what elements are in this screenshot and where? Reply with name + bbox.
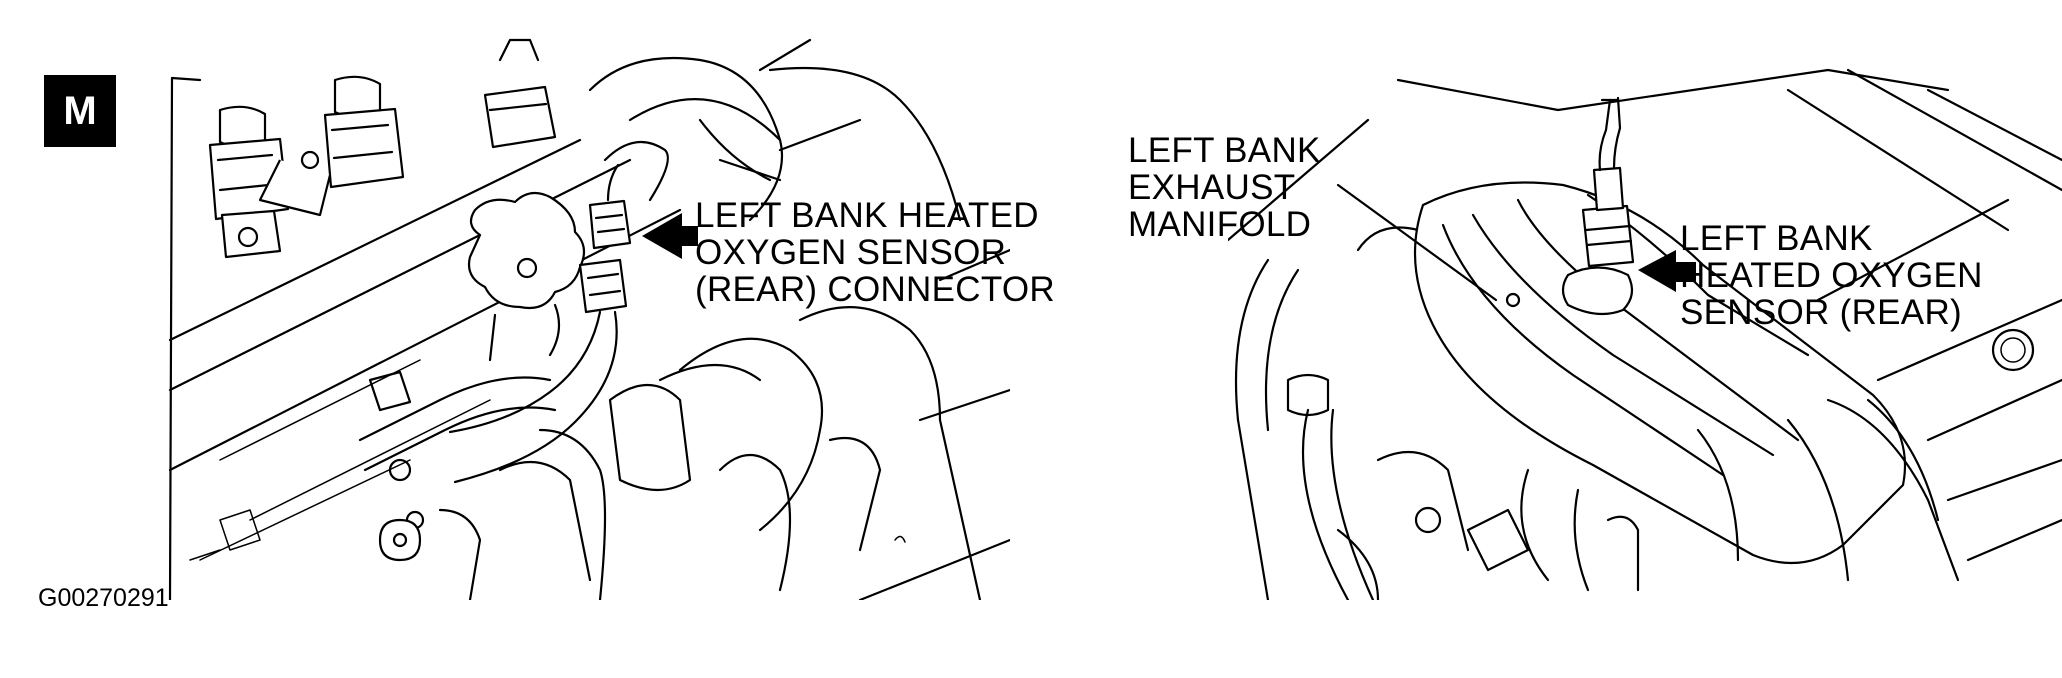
callout-line: SENSOR (REAR)	[1680, 293, 1962, 332]
heated-oxygen-sensor-rear	[1561, 96, 1635, 316]
callout-connector-label: LEFT BANK HEATED OXYGEN SENSOR (REAR) CO…	[695, 197, 1055, 308]
figure-id: G00270291	[38, 584, 169, 612]
engine-bay-connector-illustration	[168, 38, 1010, 600]
callout-line: LEFT BANK HEATED	[695, 196, 1039, 235]
exhaust-manifold	[1413, 181, 1960, 592]
panel-letter-badge: M	[44, 75, 116, 147]
ignition-coil-2	[258, 75, 405, 217]
callout-line: MANIFOLD	[1128, 205, 1312, 244]
callout-line: HEATED OXYGEN	[1680, 256, 1983, 295]
filler-cap	[467, 191, 586, 362]
connector-pointer-arrow	[642, 213, 698, 259]
callout-line: LEFT BANK	[1128, 131, 1321, 170]
callout-line: EXHAUST	[1128, 168, 1296, 207]
oxygen-sensor-connector	[448, 140, 669, 484]
exhaust-manifold-sensor-illustration	[1228, 68, 2062, 600]
ignition-coil-3	[483, 38, 557, 149]
manifold-leader-line	[1336, 183, 1498, 302]
sensor-pointer-arrow	[1638, 250, 1696, 292]
callout-line: OXYGEN SENSOR	[695, 233, 1007, 272]
sensor-plug-bottom	[378, 518, 422, 562]
callout-line: LEFT BANK	[1680, 219, 1873, 258]
callout-line: (REAR) CONNECTOR	[695, 270, 1055, 309]
callout-sensor-label: LEFT BANK HEATED OXYGEN SENSOR (REAR)	[1680, 220, 1983, 331]
callout-manifold-label: LEFT BANK EXHAUST MANIFOLD	[1128, 132, 1321, 243]
